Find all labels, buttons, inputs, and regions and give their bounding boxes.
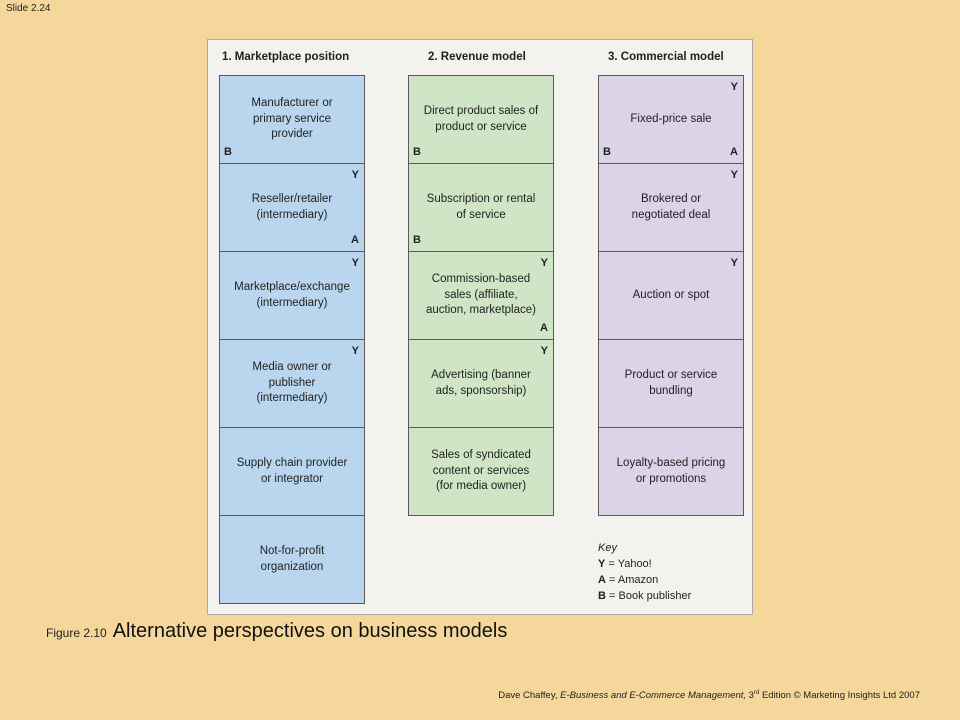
column-header-revenue: 2. Revenue model [428, 51, 526, 63]
model-cell-text: Media owner or publisher (intermediary) [252, 361, 332, 405]
model-cell: Product or service bundling [598, 340, 744, 428]
figure-caption: Figure 2.10 Alternative perspectives on b… [46, 620, 507, 643]
company-marker: Y [540, 345, 548, 357]
company-marker: Y [730, 169, 738, 181]
model-cell-text: Not-for-profit organization [259, 545, 325, 573]
key-legend: Key Y = Yahoo! A = Amazon B = Book publi… [598, 540, 691, 604]
company-marker: B [413, 145, 421, 158]
business-models-figure: 1. Marketplace position 2. Revenue model… [207, 39, 753, 615]
model-cell: Auction or spot Y [598, 252, 744, 340]
credit-line: Dave Chaffey, E-Business and E-Commerce … [498, 690, 920, 701]
key-meaning: = Yahoo! [608, 558, 652, 570]
column-marketplace-position: Manufacturer or primary service provider… [219, 75, 365, 604]
model-cell-text: Subscription or rental of service [426, 193, 536, 221]
credit-edition-sup: rd [753, 690, 760, 696]
company-marker: Y [540, 257, 548, 269]
key-meaning: = Amazon [609, 574, 659, 586]
company-marker: Y [351, 257, 359, 269]
model-cell-text: Sales of syndicated content or services … [431, 449, 531, 493]
model-cell: Brokered or negotiated deal Y [598, 164, 744, 252]
model-cell-text: Commission-based sales (affiliate, aucti… [426, 273, 536, 317]
company-marker: A [351, 233, 359, 246]
model-cell: Direct product sales of product or servi… [408, 75, 554, 164]
key-letter: A [598, 574, 606, 586]
company-marker: B [224, 145, 232, 158]
credit-book: E-Business and E-Commerce Management, [560, 690, 747, 702]
model-cell: Media owner or publisher (intermediary) Y [219, 340, 365, 428]
model-cell: Commission-based sales (affiliate, aucti… [408, 252, 554, 340]
model-cell: Sales of syndicated content or services … [408, 428, 554, 516]
column-header-marketplace: 1. Marketplace position [222, 51, 350, 63]
credit-edition-num: 3 [748, 690, 754, 702]
model-cell-text: Loyalty-based pricing or promotions [616, 457, 726, 485]
key-meaning: = Book publisher [609, 590, 692, 602]
column-revenue-model: Direct product sales of product or servi… [408, 75, 554, 516]
figure-label: Figure 2.10 [46, 626, 107, 640]
credit-author: Dave Chaffey, [498, 690, 558, 702]
company-marker: Y [351, 169, 359, 181]
model-cell: Manufacturer or primary service provider… [219, 75, 365, 164]
model-cell-text: Direct product sales of product or servi… [423, 105, 539, 133]
model-cell-text: Auction or spot [632, 288, 710, 301]
key-title: Key [598, 542, 617, 554]
model-cell-text: Fixed-price sale [630, 112, 712, 125]
model-cell: Loyalty-based pricing or promotions [598, 428, 744, 516]
model-cell-text: Advertising (banner ads, sponsorship) [431, 369, 531, 397]
model-cell-text: Manufacturer or primary service provider [251, 97, 333, 141]
key-letter: B [598, 590, 606, 602]
model-cell: Not-for-profit organization [219, 516, 365, 604]
model-cell: Advertising (banner ads, sponsorship) Y [408, 340, 554, 428]
model-cell: Reseller/retailer (intermediary) Y A [219, 164, 365, 252]
model-cell-text: Marketplace/exchange (intermediary) [234, 281, 350, 309]
credit-rest: Edition © Marketing Insights Ltd 2007 [761, 690, 920, 702]
key-item-book-publisher: B = Book publisher [598, 588, 691, 604]
model-cell-text: Brokered or negotiated deal [631, 193, 711, 221]
model-cell: Marketplace/exchange (intermediary)Y [219, 252, 365, 340]
model-cell-text: Reseller/retailer (intermediary) [251, 193, 333, 221]
key-letter: Y [598, 558, 606, 570]
slide-number: Slide 2.24 [6, 3, 51, 14]
column-header-commercial: 3. Commercial model [608, 51, 724, 63]
key-item-yahoo: Y = Yahoo! [598, 556, 691, 572]
company-marker: A [730, 145, 738, 158]
company-marker: Y [351, 345, 359, 357]
company-marker: B [413, 233, 421, 246]
model-cell: Fixed-price sale Y B A [598, 75, 744, 164]
key-item-amazon: A = Amazon [598, 572, 691, 588]
company-marker: A [540, 321, 548, 334]
figure-title: Alternative perspectives on business mod… [112, 620, 508, 642]
model-cell-text: Product or service bundling [624, 369, 718, 397]
company-marker: Y [730, 81, 738, 93]
company-marker: B [603, 145, 611, 158]
company-marker: Y [730, 257, 738, 269]
model-cell-text: Supply chain provider or integrator [236, 457, 348, 485]
model-cell: Supply chain provider or integrator [219, 428, 365, 516]
